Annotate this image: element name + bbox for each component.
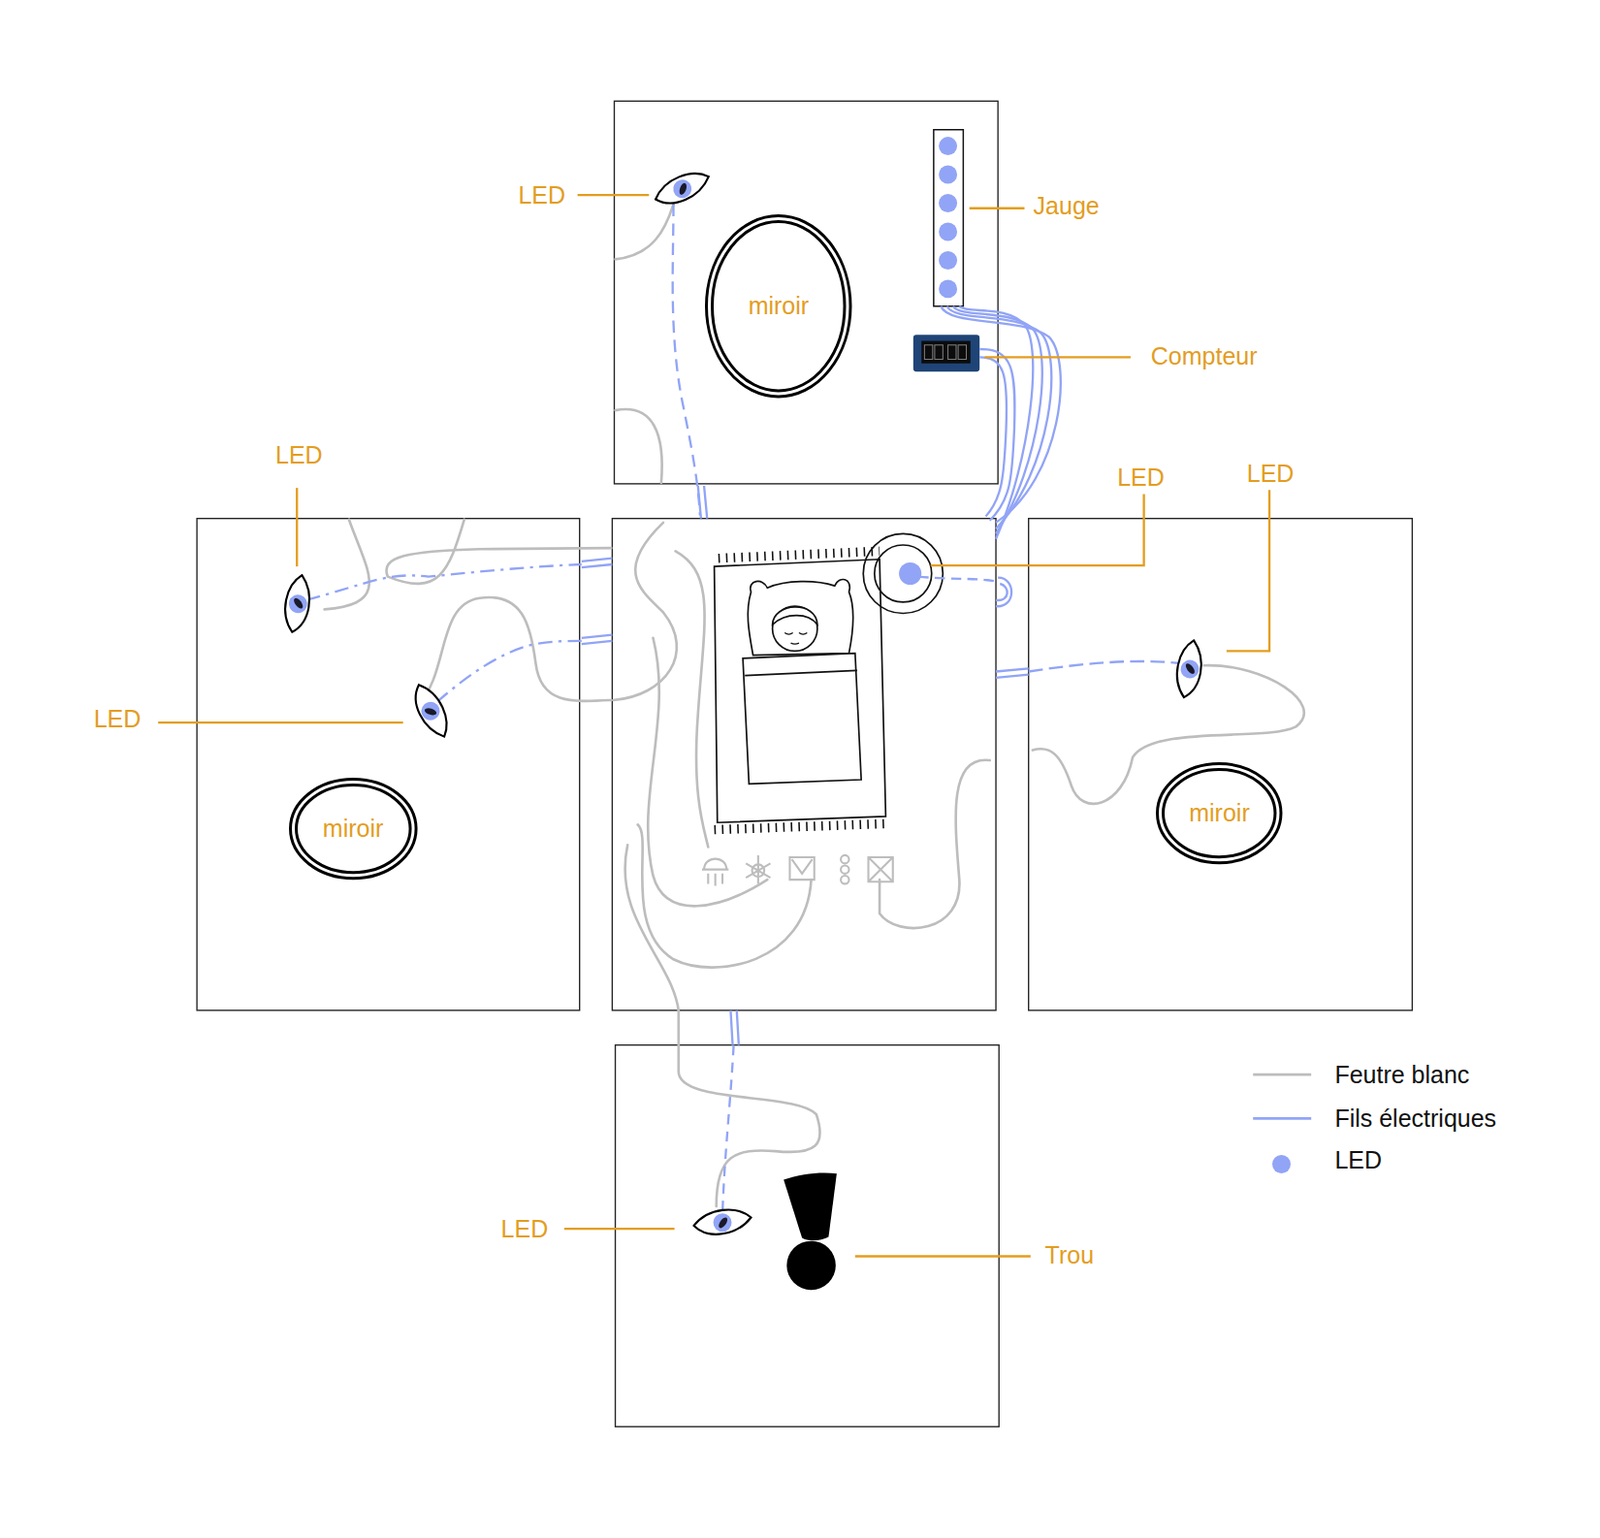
mirror-ellipse: miroir xyxy=(1155,762,1282,864)
mirror-ring xyxy=(1157,764,1281,864)
mirror-ring xyxy=(706,215,852,396)
callout-label: Jauge xyxy=(1031,192,1102,221)
legend-swatch xyxy=(1272,1154,1291,1174)
leader-lines xyxy=(158,194,1270,1256)
counter-display xyxy=(913,334,980,372)
callout-label: LED xyxy=(273,441,325,470)
legend-samples xyxy=(1252,1074,1312,1119)
legend-text: Fils électriques xyxy=(1334,1104,1497,1133)
callout-label: LED xyxy=(1245,459,1297,488)
mirror-label: miroir xyxy=(1188,799,1250,828)
legend-text: Feutre blanc xyxy=(1334,1060,1470,1089)
symbol-row xyxy=(702,855,894,887)
led-button xyxy=(863,533,943,613)
panels xyxy=(196,100,1412,1427)
led-eyes xyxy=(277,168,1211,1234)
mirror-label: miroir xyxy=(748,291,810,320)
mirror-ellipse: miroir xyxy=(288,777,418,880)
mirror-ring xyxy=(712,221,846,390)
sleeping-child-illustration xyxy=(714,550,889,830)
callout-label: LED xyxy=(499,1215,551,1244)
gauge xyxy=(933,129,964,307)
callout-label: LED xyxy=(515,181,568,210)
mirror-ellipse: miroir xyxy=(704,214,853,398)
callout-label: Trou xyxy=(1043,1241,1096,1270)
mirror-label: miroir xyxy=(322,814,384,843)
mirror-ring xyxy=(289,778,416,878)
electric-wires xyxy=(306,204,1183,1216)
callout-label: LED xyxy=(92,704,144,734)
white-marker-lines xyxy=(324,204,1305,1207)
callout-label: Compteur xyxy=(1149,342,1260,371)
hole xyxy=(783,1172,837,1290)
mirror-ring xyxy=(295,784,411,872)
legend-text: LED xyxy=(1334,1146,1382,1175)
callout-label: LED xyxy=(1115,463,1167,492)
mirror-ring xyxy=(1163,769,1276,858)
